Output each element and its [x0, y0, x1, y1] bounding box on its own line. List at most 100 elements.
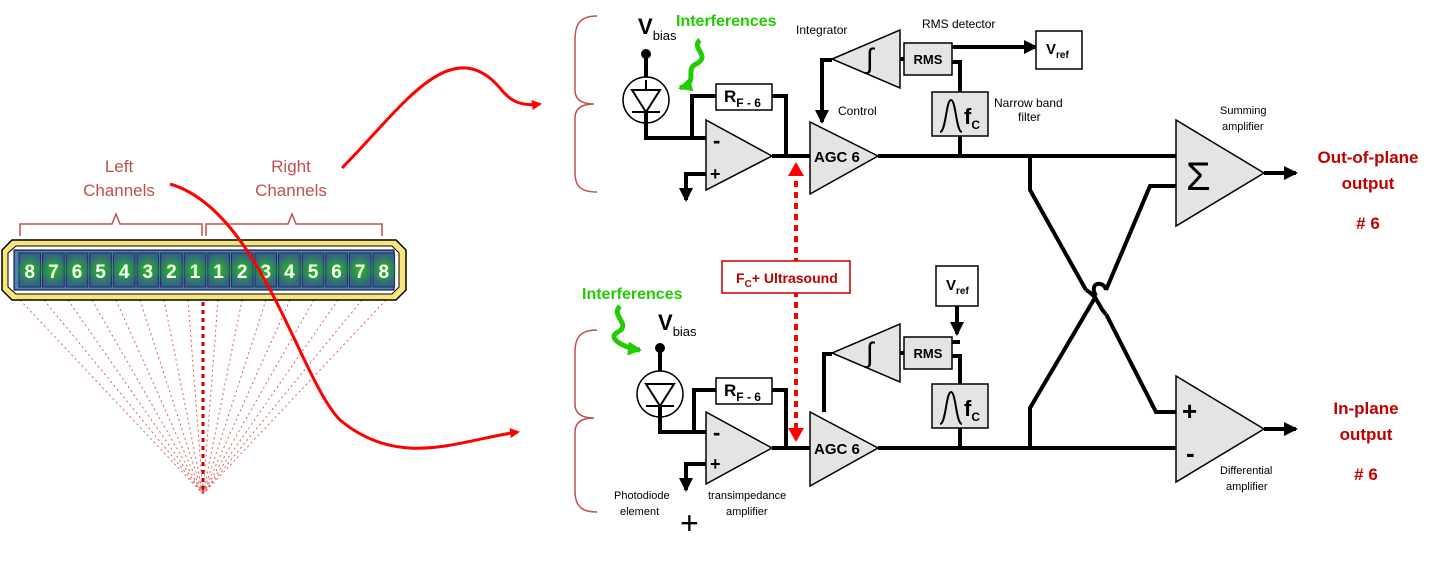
top-vref-label: Vref [1046, 41, 1069, 61]
right-channel-curve [340, 66, 542, 170]
array-element-right-5: 5 [299, 252, 327, 288]
array-element-left-8: 8 [15, 252, 44, 288]
svg-text:4: 4 [119, 262, 130, 283]
summing-label-1: Summing [1220, 105, 1266, 117]
array-element-right-4: 4 [275, 252, 304, 288]
top-vref-box [1035, 30, 1083, 70]
array-element-right-2: 2 [228, 252, 257, 288]
bottom-interference-arrow [611, 304, 642, 356]
bottom-interferences-label: Interferences [582, 286, 683, 303]
top-agc-label: AGC 6 [814, 149, 860, 166]
out-of-plane-number: # 6 [1356, 214, 1380, 233]
top-tia-minus: - [713, 128, 720, 153]
cross-wiring [1028, 156, 1178, 448]
out-of-plane-label-1: Out-of-plane [1317, 148, 1418, 167]
narrowband-label-1: Narrow band [994, 96, 1063, 110]
bottom-vbias-label: Vbias [658, 310, 697, 339]
bottom-vref-box [935, 265, 979, 307]
in-plane-label-2: output [1340, 425, 1393, 444]
bottom-channel-brace [574, 329, 598, 513]
integrator-label: Integrator [796, 23, 847, 37]
right-brace [205, 211, 383, 236]
bottom-rms-label: RMS [914, 346, 943, 361]
svg-text:1: 1 [190, 262, 201, 283]
in-plane-number: # 6 [1354, 465, 1378, 484]
svg-text:2: 2 [166, 262, 177, 283]
photodiode-label-1: Photodiode [614, 490, 670, 502]
left-channel-curve [169, 182, 520, 450]
array-element-left-7: 7 [39, 252, 68, 288]
svg-text:8: 8 [379, 262, 390, 283]
top-channel-brace [574, 15, 598, 193]
bottom-agc [809, 410, 880, 488]
differential-label-2: amplifier [1226, 481, 1268, 493]
top-rf-label: RF - 6 [724, 87, 761, 110]
fc-ultrasound-label: FC+ Ultrasound [736, 270, 838, 290]
array-element-right-7: 7 [346, 252, 375, 288]
top-tia-plus: + [710, 164, 721, 184]
rms-detector-label: RMS detector [922, 17, 995, 31]
bottom-channel: Interferences Vbias RF - 6 - + AGC 6 ∫ R… [582, 265, 1178, 541]
diff-plus: + [1182, 396, 1197, 426]
bottom-tia-plus: + [710, 454, 721, 474]
narrowband-label-2: filter [1018, 110, 1041, 124]
fan-lines [19, 299, 387, 495]
differential-stage: + - Differential amplifier In-plane outp… [1175, 374, 1399, 493]
bottom-agc-label: AGC 6 [814, 441, 860, 458]
bottom-feedback-resistor [715, 377, 773, 405]
array-element-left-1: 1 [181, 252, 209, 288]
svg-text:3: 3 [261, 262, 272, 283]
top-channel: Vbias Interferences RF - 6 - + AGC 6 ∫ I… [622, 13, 1178, 202]
photodiode-label-2: element [620, 506, 659, 518]
top-interferences-label: Interferences [676, 13, 777, 30]
top-interference-arrow [678, 38, 705, 92]
bottom-rms-detector [903, 336, 953, 370]
left-channels-label-2: Channels [83, 181, 155, 200]
left-channels-label-1: Left [105, 157, 134, 176]
array-element-left-3: 3 [133, 252, 162, 288]
svg-text:3: 3 [143, 262, 154, 283]
svg-text:6: 6 [72, 262, 83, 283]
top-rms-label: RMS [914, 52, 943, 67]
svg-text:5: 5 [308, 262, 319, 283]
differential-amplifier [1175, 374, 1266, 484]
top-tia-amplifier [705, 118, 774, 192]
fc-ultrasound-box [721, 260, 851, 294]
sigma-symbol: Σ [1186, 155, 1211, 199]
out-of-plane-label-2: output [1342, 174, 1395, 193]
left-brace [19, 211, 203, 236]
right-channels-label-2: Channels [255, 181, 327, 200]
top-integrator-symbol: ∫ [864, 43, 876, 75]
tia-label-1: transimpedance [708, 490, 786, 502]
summing-label-2: amplifier [1222, 121, 1264, 133]
array-element-right-6: 6 [322, 252, 351, 288]
svg-text:5: 5 [95, 262, 106, 283]
svg-text:2: 2 [237, 262, 248, 283]
array-element-left-6: 6 [63, 252, 91, 288]
array-element-left-5: 5 [86, 252, 115, 288]
differential-label-1: Differential [1220, 465, 1272, 477]
array-element-left-4: 4 [110, 252, 139, 288]
svg-text:1: 1 [213, 262, 224, 283]
in-plane-label-1: In-plane [1333, 399, 1398, 418]
tia-label-2: amplifier [726, 506, 768, 518]
control-label: Control [838, 104, 877, 118]
svg-text:6: 6 [331, 262, 342, 283]
top-filter-label: fC [964, 104, 980, 132]
bottom-tia-minus: - [713, 420, 720, 445]
svg-text:8: 8 [25, 262, 36, 283]
top-rms-detector [903, 42, 953, 76]
bottom-tia-amplifier [705, 410, 774, 486]
svg-text:4: 4 [284, 262, 295, 283]
summing-stage: Σ Summing amplifier Out-of-plane output … [1175, 105, 1419, 233]
bottom-filter-label: fC [964, 396, 980, 424]
svg-text:7: 7 [48, 262, 59, 283]
array-element-right-8: 8 [369, 252, 398, 288]
array-element-left-2: 2 [157, 252, 186, 288]
bottom-rf-label: RF - 6 [724, 381, 761, 404]
array-element-right-1: 1 [204, 252, 233, 288]
top-feedback-resistor [715, 83, 773, 111]
